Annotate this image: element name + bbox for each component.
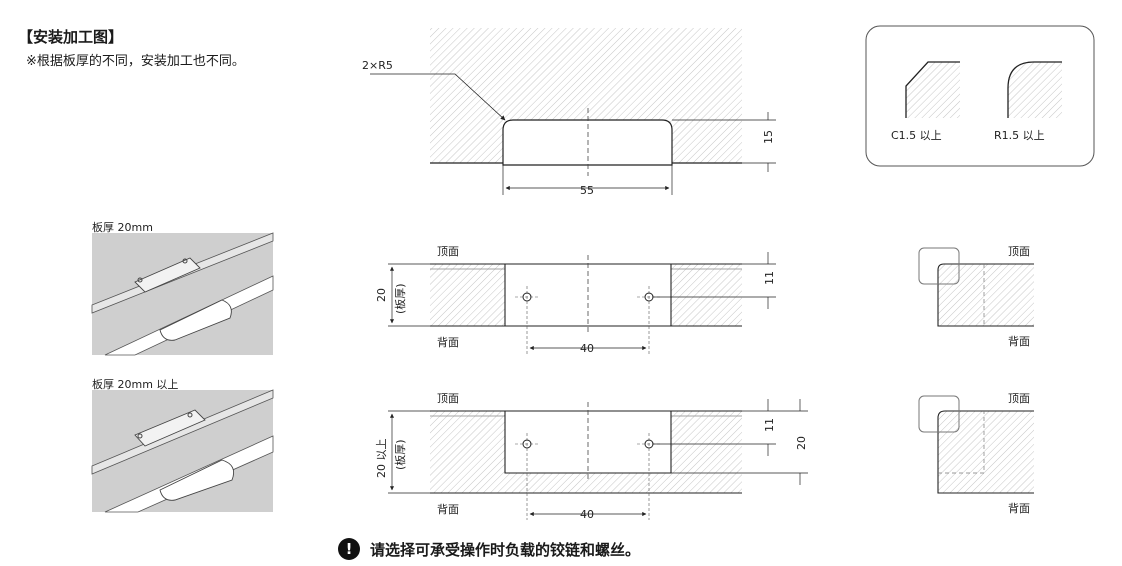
exclamation-icon: ! bbox=[338, 538, 360, 560]
thickness-note-1: (板厚) bbox=[393, 283, 407, 314]
depth-label-2: 20 bbox=[795, 436, 808, 450]
top-face-label-2: 顶面 bbox=[437, 392, 459, 405]
photo-label-20mm: 板厚 20mm bbox=[92, 221, 153, 234]
section-20mm bbox=[388, 252, 776, 356]
chamfer-label: C1.5 以上 bbox=[891, 129, 942, 142]
top-face-label-1: 顶面 bbox=[437, 245, 459, 258]
page-subtitle: ※根据板厚的不同，安装加工也不同。 bbox=[26, 54, 245, 69]
page-title: 【安装加工图】 bbox=[18, 28, 124, 46]
top-cutout-view bbox=[370, 28, 776, 195]
photo-20mm-plus bbox=[91, 389, 274, 513]
warning-note: ! 请选择可承受操作时负载的铰链和螺丝。 bbox=[338, 538, 640, 560]
side-detail-20mm-plus bbox=[918, 395, 1034, 494]
side-detail-20mm bbox=[918, 247, 1034, 327]
side-top-face-label-2: 顶面 bbox=[1008, 392, 1030, 405]
corner-detail-box bbox=[865, 25, 1095, 167]
back-face-label-2: 背面 bbox=[437, 502, 459, 516]
hole-pitch-label-1: 40 bbox=[580, 342, 594, 355]
warning-text: 请选择可承受操作时负载的铰链和螺丝。 bbox=[370, 540, 641, 559]
width-label: 55 bbox=[580, 184, 594, 197]
section-20mm-plus bbox=[388, 399, 808, 520]
photo-20mm bbox=[91, 232, 274, 356]
radius-label: 2×R5 bbox=[362, 59, 393, 72]
round-label: R1.5 以上 bbox=[994, 129, 1045, 142]
hole-offset-label-2: 11 bbox=[763, 418, 776, 432]
depth-label: 15 bbox=[762, 130, 775, 144]
thickness-label-2: 20 以上 bbox=[375, 439, 388, 479]
hole-pitch-label-2: 40 bbox=[580, 508, 594, 521]
photo-label-20mm-plus: 板厚 20mm 以上 bbox=[92, 378, 179, 391]
back-face-label-1: 背面 bbox=[437, 335, 459, 349]
thickness-label-1: 20 bbox=[375, 288, 388, 302]
side-back-face-label-2: 背面 bbox=[1008, 501, 1030, 515]
side-back-face-label-1: 背面 bbox=[1008, 334, 1030, 348]
thickness-note-2: (板厚) bbox=[393, 439, 407, 470]
hole-offset-label-1: 11 bbox=[763, 271, 776, 285]
side-top-face-label-1: 顶面 bbox=[1008, 245, 1030, 258]
